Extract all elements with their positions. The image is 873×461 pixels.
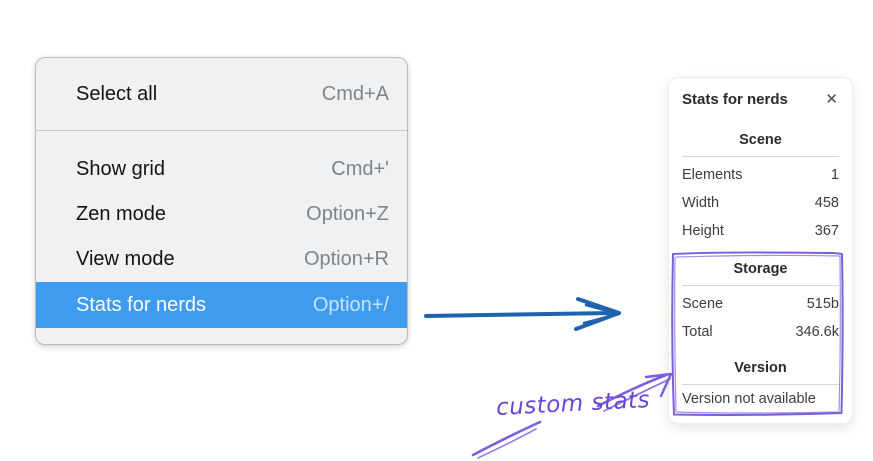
menu-item-shortcut: Option+R (303, 248, 389, 270)
menu-item-view-mode[interactable]: View mode Option+R (36, 237, 407, 282)
stat-label: Total (682, 324, 713, 340)
stat-label: Elements (682, 167, 743, 183)
menu-item-label: View mode (76, 248, 175, 270)
menu-item-label: Show grid (76, 158, 165, 180)
section-divider (682, 384, 839, 385)
version-note: Version not available (682, 391, 816, 407)
stats-panel-titlebar: Stats for nerds ✕ (682, 88, 839, 110)
stat-value: 1 (830, 167, 839, 183)
stat-value: 346.6k (795, 324, 839, 340)
section-divider (682, 285, 839, 286)
menu-item-shortcut: Option+/ (312, 293, 389, 316)
menu-item-shortcut: Cmd+A (321, 82, 389, 105)
stat-label: Width (682, 195, 720, 211)
menu-item-label: Zen mode (76, 203, 167, 225)
menu-item-zen-mode[interactable]: Zen mode Option+Z (36, 192, 407, 237)
storage-rows: Scene 515b Total 346.6k (682, 290, 839, 346)
stat-row-height: Height 367 (682, 217, 839, 245)
stat-value: 515b (806, 296, 839, 312)
annotation-label: custom stats (495, 386, 651, 422)
menu-item-show-grid[interactable]: Show grid Cmd+' (36, 147, 407, 192)
section-heading-version: Version (734, 360, 787, 376)
menu-separator (36, 130, 407, 131)
menu-item-label: Stats for nerds (76, 293, 207, 316)
menu-item-stats-for-nerds[interactable]: Stats for nerds Option+/ (36, 282, 407, 328)
close-icon[interactable]: ✕ (825, 89, 838, 108)
section-heading-scene: Scene (739, 132, 782, 148)
section-divider (682, 156, 839, 157)
scene-rows: Elements 1 Width 458 Height 367 (682, 161, 839, 245)
stat-row-elements: Elements 1 (682, 161, 839, 189)
stat-row-scene-size: Scene 515b (682, 290, 839, 318)
menu-item-select-all[interactable]: Select all Cmd+A (36, 70, 407, 118)
stat-row-total-size: Total 346.6k (682, 318, 839, 346)
context-menu: Select all Cmd+A Show grid Cmd+' Zen mod… (35, 57, 408, 345)
section-heading-storage: Storage (733, 261, 788, 277)
stats-panel-title: Stats for nerds (682, 90, 788, 108)
menu-item-shortcut: Cmd+' (331, 158, 389, 180)
menu-item-shortcut: Option+Z (306, 203, 389, 225)
stat-label: Scene (682, 296, 724, 312)
stat-value: 367 (814, 223, 839, 239)
stat-row-width: Width 458 (682, 189, 839, 217)
stats-panel: Stats for nerds ✕ Scene Elements 1 Width… (668, 77, 853, 424)
menu-item-label: Select all (76, 82, 158, 105)
stat-value: 458 (814, 195, 839, 211)
stat-label: Height (682, 223, 724, 239)
flow-arrow-icon (424, 297, 621, 331)
